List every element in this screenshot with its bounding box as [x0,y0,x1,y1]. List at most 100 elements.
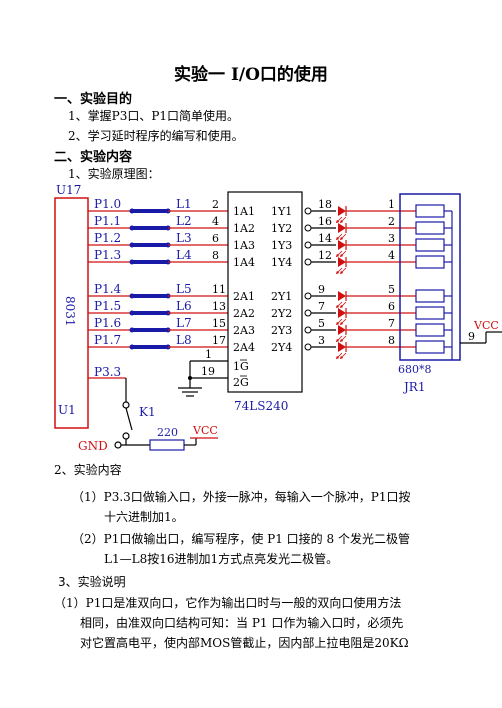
jr-pin-number: 1 [388,198,395,211]
port-label: P1.1 [94,214,121,228]
u17-label: U17 [56,183,81,197]
a-pin-label: 2A2 [233,307,255,320]
port-label: P1.4 [94,282,122,296]
y-pin-label: 1Y2 [271,222,292,235]
resistor-element [415,221,445,235]
led-label: L6 [176,299,192,313]
r220-label: 220 [157,426,178,439]
s2-subheading-content: 2、实验内容 [54,463,122,477]
u1-label: U1 [58,403,76,417]
port-label: P1.3 [94,248,121,262]
y-pin-number: 7 [318,300,325,313]
jr-pin-number: 3 [388,232,395,245]
a-pin-number: 17 [212,334,226,347]
pin-g1-number: 1 [205,348,212,361]
jr-pin-number: 7 [388,317,395,330]
s2-subheading-schematic: 1、实验原理图： [68,167,160,181]
content-item-1-line2: 十六进制加1。 [104,510,184,524]
a-pin-number: 4 [212,215,219,228]
led-label: L1 [176,197,192,211]
resistor-element [415,323,445,337]
y-pin-label: 2Y3 [271,324,292,337]
s3-line-1: （1）P1口是准双向口，它作为输出口时与一般的双向口使用方法 [54,596,402,610]
port-label: P1.5 [94,299,121,313]
y-pin-label: 2Y1 [271,290,292,303]
chip-name-74ls240: 74LS240 [234,399,288,413]
port-label: P1.2 [94,231,121,245]
gate-2g-label: 2G [233,376,249,389]
y-pin-number: 5 [318,317,325,330]
port-label: P1.6 [94,316,121,330]
s1-item-2: 2、学习延时程序的编写和使用。 [68,129,244,143]
a-pin-label: 2A3 [233,324,255,337]
vcc2-label: VCC [192,424,218,437]
section2-heading: 二、实验内容 [54,150,133,165]
content-item-1-line1: （1）P3.3口做输入口，外接一脉冲，每输入一个脉冲，P1口按 [72,490,411,504]
y-pin-number: 9 [318,283,325,296]
led-label: L2 [176,214,192,228]
mcu-8031-label: 8031 [63,296,77,327]
led-diode-icon [338,308,346,318]
led-diode-icon [338,342,346,352]
resistor-element [415,238,445,252]
gnd-label: GND [78,439,108,453]
a-pin-label: 1A2 [233,222,255,235]
doc-title: 实验一 I/O口的使用 [174,65,328,85]
jr-pin-number: 8 [388,334,395,347]
y-pin-label: 1Y3 [271,239,292,252]
pin-g2-number: 19 [201,365,215,378]
y-pin-number: 18 [318,198,332,211]
y-pin-label: 2Y2 [271,307,292,320]
y-pin-label: 2Y4 [271,341,292,354]
y-pin-number: 14 [318,232,332,245]
resistor-rows [415,204,453,360]
a-pin-number: 15 [212,317,226,330]
led-diode-icon [338,325,346,335]
port-label: P1.7 [94,333,121,347]
content-item-2-line2: L1—L8按16进制加1方式点亮发光二极管。 [104,552,339,566]
a-pin-label: 1A1 [233,205,255,218]
led-diode-icon [338,257,346,267]
resistor-element [415,204,445,218]
section1-heading: 一、实验目的 [54,92,133,107]
led-diode-icon [338,206,346,216]
k1-label: K1 [139,405,156,419]
a-pin-number: 2 [212,198,219,211]
s3-line-2: 相同，由准双向口结构可知：当 P1 口作为输入口时，必须先 [80,616,404,630]
resistor-element [415,306,445,320]
jr-pin-number: 2 [388,215,395,228]
a-pin-number: 11 [212,283,226,296]
y-pin-label: 1Y4 [271,256,292,269]
section3-heading: 3、实验说明 [58,575,126,589]
jr-pin9: 9 [468,330,475,343]
content-item-2-line1: （2）P1口做输出口，编写程序，使 P1 口接的 8 个发光二极管 [72,532,410,546]
y-pin-number: 16 [318,215,332,228]
resistor-pack-body [399,193,461,361]
led-diode-icon [338,291,346,301]
led-diode-icon [338,240,346,250]
res-value-label: 680*8 [398,363,432,376]
resistor-element [415,340,445,354]
s1-item-1: 1、掌握P3口、P1口简单使用。 [68,109,240,123]
port-label: P1.0 [94,197,121,211]
y-pin-label: 1Y1 [271,205,292,218]
jr-pin-number: 4 [388,249,395,262]
s3-line-3: 对它置高电平，使内部MOS管截止，因内部上拉电阻是20KΩ [80,636,409,650]
a-pin-label: 2A1 [233,290,255,303]
a-pin-number: 6 [212,232,219,245]
led-label: L4 [176,248,192,262]
resistor-element [415,255,445,269]
jr-pin-number: 6 [388,300,395,313]
a-pin-label: 2A4 [233,341,255,354]
gate-1g-label: 1G [233,360,249,373]
y-pin-number: 12 [318,249,332,262]
a-pin-label: 1A3 [233,239,255,252]
jr1-label: JR1 [402,380,425,394]
a-pin-label: 1A4 [233,256,255,269]
p33-label: P3.3 [94,365,121,379]
vcc-label: VCC [473,319,499,332]
buffer-74ls240-body [227,191,303,393]
y-pin-number: 3 [318,334,325,347]
